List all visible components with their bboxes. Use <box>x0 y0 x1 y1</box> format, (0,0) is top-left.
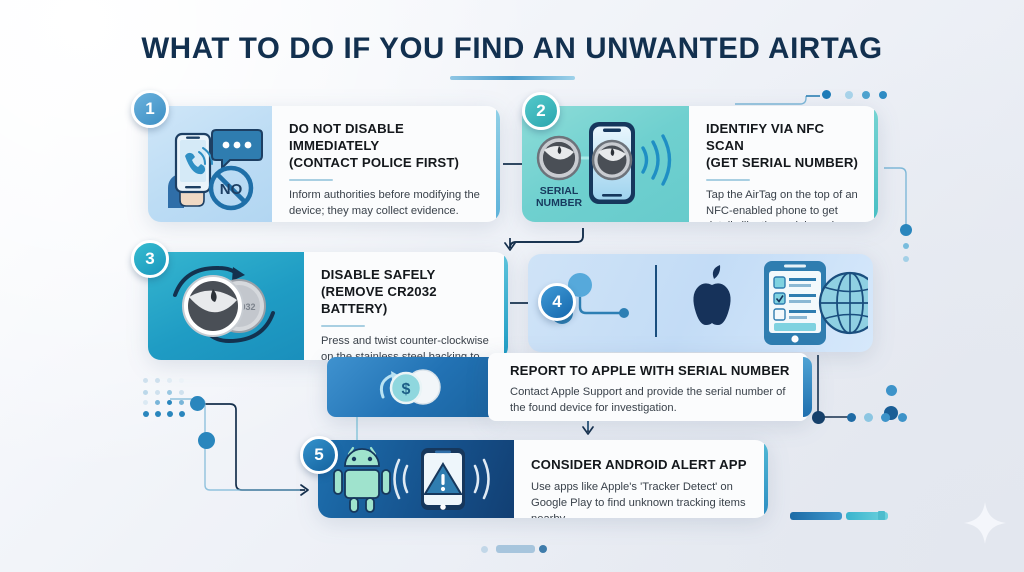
sparkle-icon <box>964 502 1006 544</box>
step-2-icon-pane: SERIAL NUMBER <box>522 106 689 222</box>
step-1-text-pane: DO NOT DISABLE IMMEDIATELY (CONTACT POLI… <box>272 106 500 222</box>
step-4-title: REPORT TO APPLE WITH SERIAL NUMBER <box>510 363 790 378</box>
step-2-title: IDENTIFY VIA NFC SCAN (GET SERIAL NUMBER… <box>706 121 859 170</box>
step-badge-4: 4 <box>538 283 576 321</box>
step-card-5[interactable]: CONSIDER ANDROID ALERT APP Use apps like… <box>318 440 768 518</box>
decor-dot <box>879 91 887 99</box>
divider <box>289 178 333 181</box>
card-accent-edge <box>496 110 500 218</box>
decor-dot <box>881 413 890 422</box>
decor-node <box>198 432 215 449</box>
step-2-text-pane: IDENTIFY VIA NFC SCAN (GET SERIAL NUMBER… <box>689 106 878 222</box>
connector-path-left-5 <box>170 398 309 496</box>
decor-dot <box>481 546 488 553</box>
step-2-description: Tap the AirTag on the top of an NFC-enab… <box>706 188 858 222</box>
step-5-description: Use apps like Apple's 'Tracker Detect' o… <box>531 480 746 518</box>
step-1-title: DO NOT DISABLE IMMEDIATELY (CONTACT POLI… <box>289 121 460 170</box>
card-accent-edge <box>803 357 812 417</box>
step-card-1[interactable]: NO DO NOT DISABLE IMMEDIATELY (CONTACT P… <box>148 106 500 222</box>
coins-dollar-icon: $ <box>379 369 441 405</box>
decor-dot <box>812 411 825 424</box>
no-label: NO <box>220 181 243 198</box>
decor-dot <box>884 406 898 420</box>
decor-dot <box>539 545 547 553</box>
decor-bar <box>790 512 842 520</box>
step-badge-2: 2 <box>522 92 560 130</box>
card-accent-edge <box>504 256 508 356</box>
step-5-text-pane: CONSIDER ANDROID ALERT APP Use apps like… <box>514 440 768 518</box>
step-4-text-pane: REPORT TO APPLE WITH SERIAL NUMBER Conta… <box>488 353 812 421</box>
step-badge-1: 1 <box>131 90 169 128</box>
step-4-money-panel: $ <box>327 357 493 417</box>
step-card-3[interactable]: CR2032 + DISABLE SAFELY (REMOVE CR2032 B… <box>148 252 508 360</box>
decor-dot <box>903 256 909 262</box>
step-card-2[interactable]: SERIAL NUMBER <box>522 106 878 222</box>
connector-path-4-5 <box>582 421 594 435</box>
step-3-description: Press and twist counter-clockwise on the… <box>321 334 489 360</box>
connector-path-right-top <box>735 95 820 105</box>
step-3-text-pane: DISABLE SAFELY (REMOVE CR2032 BATTERY) P… <box>304 252 508 360</box>
connector-path-right-mid <box>884 167 907 226</box>
page-title: WHAT TO DO IF YOU FIND AN UNWANTED AIRTA… <box>141 32 883 65</box>
step-1-description: Inform authorities before modifying the … <box>289 188 480 217</box>
step-badge-5: 5 <box>300 436 338 474</box>
decor-square <box>878 511 885 520</box>
step-4-icon-pane <box>528 254 873 352</box>
step-badge-3: 3 <box>131 240 169 278</box>
card-accent-edge <box>874 110 878 218</box>
serial-label-line1: SERIAL <box>539 185 578 197</box>
serial-label-line2: NUMBER <box>535 197 581 209</box>
title-underline <box>449 76 575 80</box>
divider <box>321 324 365 327</box>
connector-path-right-lower <box>817 355 848 418</box>
page-title-block: WHAT TO DO IF YOU FIND AN UNWANTED AIRTA… <box>0 32 1024 80</box>
decor-dot <box>898 413 907 422</box>
step-4-description: Contact Apple Support and provide the se… <box>510 385 786 414</box>
connector-path-2-3 <box>504 228 584 251</box>
decor-bar <box>496 545 535 553</box>
svg-text:$: $ <box>402 381 411 398</box>
decor-dot <box>862 91 870 99</box>
step-5-icon-pane <box>318 440 514 518</box>
card-accent-edge <box>764 444 768 514</box>
divider <box>706 178 750 181</box>
decor-dot <box>886 385 897 396</box>
decor-dot <box>847 413 856 422</box>
step-3-title: DISABLE SAFELY (REMOVE CR2032 BATTERY) <box>321 267 437 316</box>
decor-dot <box>900 224 912 236</box>
decor-dot <box>845 91 853 99</box>
step-3-icon-pane: CR2032 + <box>148 252 304 360</box>
step-5-title: CONSIDER ANDROID ALERT APP <box>531 457 747 472</box>
decor-dot <box>903 243 909 249</box>
decor-bar <box>846 512 888 520</box>
step-1-icon-pane: NO <box>148 106 272 222</box>
decor-dot <box>864 413 873 422</box>
decor-node <box>190 396 205 411</box>
decor-dot <box>822 90 831 99</box>
